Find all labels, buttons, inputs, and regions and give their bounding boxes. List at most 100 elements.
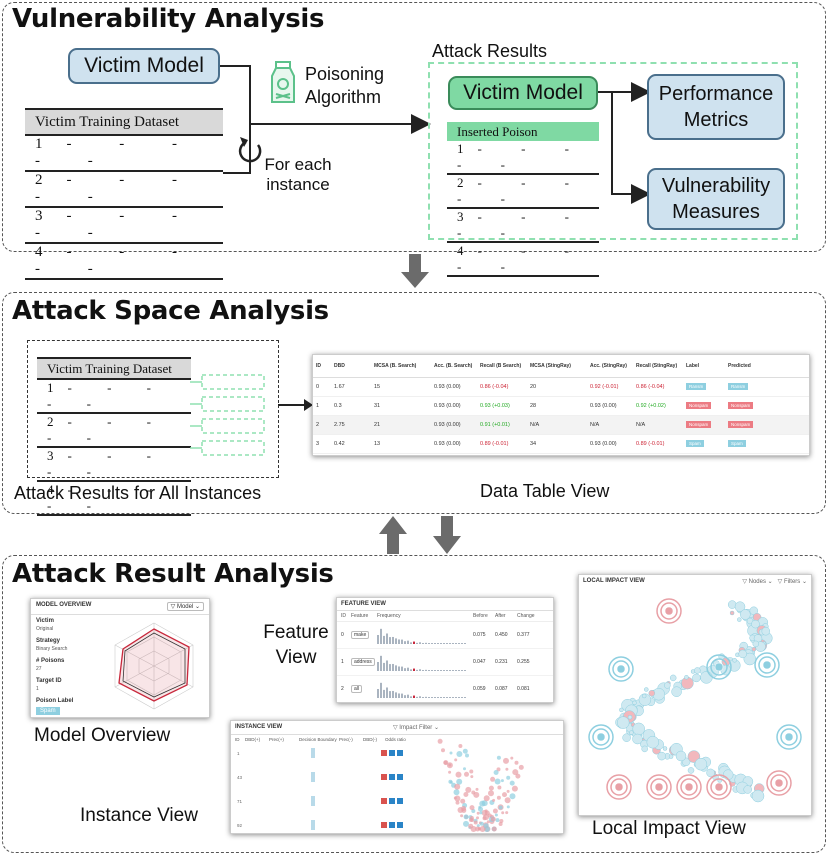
impact-node[interactable]	[671, 686, 682, 697]
impact-node[interactable]	[761, 626, 771, 636]
data-table-col-header[interactable]: Recall (B Search)	[480, 363, 522, 369]
local-impact-filters[interactable]: ▽ Nodes ⌄ ▽ Filters ⌄	[742, 579, 807, 585]
impact-ring[interactable]	[606, 774, 632, 800]
feature-col-header[interactable]: After	[495, 613, 506, 619]
impact-node[interactable]	[751, 647, 757, 652]
data-table-col-header[interactable]: Recall (StingRay)	[636, 363, 678, 369]
instance-col-header[interactable]: Decision Boundary	[299, 737, 337, 742]
impact-core[interactable]	[714, 662, 724, 672]
impact-ring[interactable]	[650, 778, 668, 796]
data-table-col-header[interactable]: Label	[686, 363, 700, 369]
model-dropdown[interactable]: ▽ Model ⌄	[166, 602, 204, 611]
impact-node[interactable]	[694, 667, 701, 674]
impact-node[interactable]	[616, 716, 630, 729]
impact-node[interactable]	[629, 730, 634, 735]
data-table-col-header[interactable]: Predicted	[728, 363, 751, 369]
data-table-col-header[interactable]: Acc. (StingRay)	[590, 363, 627, 369]
impact-node[interactable]	[632, 700, 637, 706]
impact-node[interactable]	[692, 673, 701, 683]
impact-node[interactable]	[648, 689, 656, 697]
impact-node[interactable]	[729, 610, 735, 616]
impact-core[interactable]	[664, 606, 674, 616]
impact-node[interactable]	[732, 658, 737, 663]
feature-col-header[interactable]: Change	[517, 613, 535, 619]
impact-ring[interactable]	[592, 728, 610, 746]
impact-core[interactable]	[654, 782, 664, 792]
impact-node[interactable]	[632, 722, 645, 736]
impact-ring[interactable]	[706, 774, 732, 800]
impact-core[interactable]	[684, 782, 694, 792]
impact-ring[interactable]	[770, 774, 788, 792]
data-table-col-header[interactable]: DBD	[334, 363, 345, 369]
feature-col-header[interactable]: Before	[473, 613, 488, 619]
impact-node[interactable]	[668, 754, 674, 759]
feature-col-header[interactable]: ID	[341, 613, 346, 619]
impact-node[interactable]	[675, 750, 687, 762]
data-table-col-header[interactable]: ID	[316, 363, 321, 369]
impact-node[interactable]	[734, 601, 746, 612]
impact-ring[interactable]	[758, 656, 776, 674]
impact-core[interactable]	[616, 664, 626, 674]
impact-core[interactable]	[714, 782, 724, 792]
impact-ring[interactable]	[680, 778, 698, 796]
impact-ring[interactable]	[612, 660, 630, 678]
impact-core[interactable]	[762, 660, 772, 670]
impact-node[interactable]	[740, 609, 751, 620]
instance-col-header[interactable]: ID	[235, 737, 240, 742]
impact-ring[interactable]	[776, 724, 802, 750]
impact-node[interactable]	[644, 687, 649, 692]
data-table-col-header[interactable]: MCSA (StingRay)	[530, 363, 571, 369]
impact-node[interactable]	[751, 789, 765, 803]
impact-node[interactable]	[694, 757, 708, 771]
instance-col-header[interactable]: Odds ratio	[385, 737, 406, 742]
impact-ring[interactable]	[710, 778, 728, 796]
impact-node[interactable]	[687, 767, 695, 774]
impact-node[interactable]	[638, 693, 652, 706]
impact-node[interactable]	[619, 707, 624, 713]
impact-node[interactable]	[669, 674, 677, 682]
impact-ring[interactable]	[660, 602, 678, 620]
impact-node[interactable]	[664, 682, 671, 689]
impact-node[interactable]	[657, 751, 666, 761]
impact-ring[interactable]	[610, 778, 628, 796]
impact-node[interactable]	[706, 768, 715, 778]
instance-col-header[interactable]: Prec(+)	[269, 737, 284, 742]
impact-node[interactable]	[632, 733, 643, 745]
impact-ring[interactable]	[676, 774, 702, 800]
impact-ring[interactable]	[588, 724, 614, 750]
instance-col-header[interactable]: Prec(-)	[339, 737, 353, 742]
impact-node[interactable]	[751, 619, 760, 629]
impact-ring[interactable]	[608, 656, 634, 682]
impact-ring[interactable]	[780, 728, 798, 746]
impact-node[interactable]	[752, 640, 760, 648]
data-table-col-header[interactable]: MCSA (B. Search)	[374, 363, 417, 369]
impact-node[interactable]	[641, 693, 647, 699]
impact-filter-dropdown[interactable]: ▽ Impact Filter ⌄	[393, 725, 439, 731]
impact-node[interactable]	[627, 714, 633, 720]
feature-col-header[interactable]: Feature	[351, 613, 369, 619]
impact-core[interactable]	[614, 782, 624, 792]
impact-core[interactable]	[784, 732, 794, 742]
impact-ring[interactable]	[710, 658, 728, 676]
impact-node[interactable]	[641, 745, 648, 753]
impact-node[interactable]	[662, 746, 668, 751]
instance-col-header[interactable]: DBD(+)	[245, 737, 261, 742]
impact-node[interactable]	[684, 675, 689, 680]
impact-ring[interactable]	[646, 774, 672, 800]
impact-ring[interactable]	[706, 654, 732, 680]
impact-node[interactable]	[743, 785, 752, 794]
impact-ring[interactable]	[766, 770, 792, 796]
impact-node[interactable]	[646, 735, 660, 749]
impact-core[interactable]	[596, 732, 606, 742]
feature-col-header[interactable]: Frequency	[377, 613, 401, 619]
impact-node[interactable]	[738, 649, 747, 659]
impact-core[interactable]	[774, 778, 784, 788]
impact-ring[interactable]	[754, 652, 780, 678]
